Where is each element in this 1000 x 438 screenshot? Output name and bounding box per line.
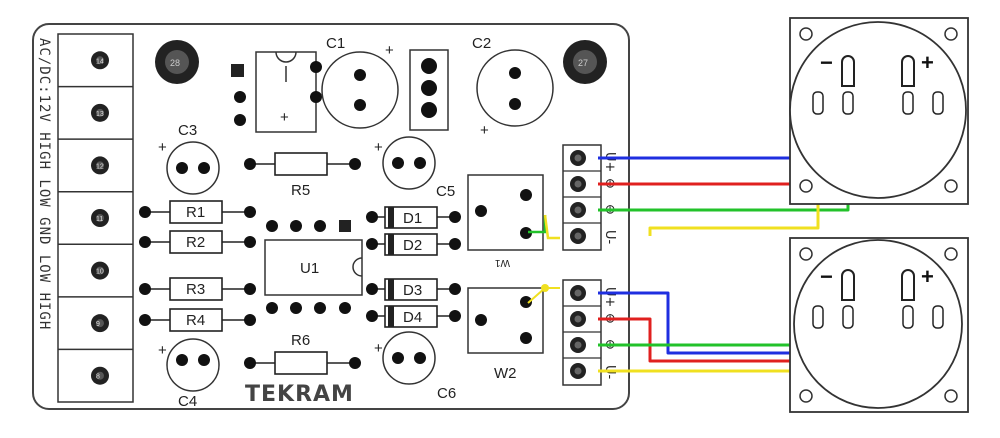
- svg-text:D3: D3: [403, 282, 422, 299]
- svg-text:D4: D4: [403, 309, 422, 326]
- svg-text:R1: R1: [186, 204, 205, 221]
- svg-text:D1: D1: [403, 210, 422, 227]
- svg-text:C1: C1: [326, 35, 345, 52]
- terminal-number: 11: [96, 216, 103, 223]
- capacitor-c4: C4 +: [158, 338, 220, 410]
- input-terminal-screw: 11: [91, 209, 109, 227]
- resistor-r1: R1: [139, 200, 256, 224]
- terminal-number: 9: [96, 321, 100, 328]
- svg-text:R6: R6: [291, 332, 310, 349]
- diode-d1: D1: [366, 206, 461, 229]
- terminal-number: 10: [96, 269, 104, 276]
- svg-text:U1: U1: [300, 260, 319, 277]
- output-label-top: U-: [602, 230, 617, 245]
- brand-label: TEKRAM: [245, 382, 354, 407]
- regulator-plus: +: [280, 109, 289, 126]
- square-pad-top: [231, 64, 244, 77]
- output-terminal-screw: [570, 337, 586, 353]
- trimmer-w2: W2: [467, 287, 544, 382]
- output-terminal-screw: [570, 311, 586, 327]
- input-terminal-screw: 12: [91, 156, 109, 175]
- svg-text:C5: C5: [436, 183, 455, 200]
- input-terminal-screw: 9: [91, 314, 109, 333]
- svg-text:R2: R2: [186, 234, 205, 251]
- svg-text:C4: C4: [178, 393, 197, 410]
- meter-top-plus: +: [921, 50, 934, 75]
- c2-plus: +: [480, 122, 489, 139]
- output-terminal-screw: [570, 202, 586, 218]
- resistor-r2: R2: [139, 230, 256, 254]
- meter-top: − +: [789, 17, 969, 205]
- input-terminal-screw: 13: [91, 103, 109, 122]
- meter-bottom: − +: [789, 237, 969, 413]
- output-label-top: U+: [602, 152, 617, 172]
- capacitor-c3: C3 +: [158, 122, 220, 195]
- diode-d2: D2: [366, 233, 461, 256]
- diode-d3: D3: [366, 278, 461, 301]
- svg-text:28: 28: [170, 58, 180, 68]
- svg-text:27: 27: [578, 58, 588, 68]
- svg-text:C2: C2: [472, 35, 491, 52]
- output-label-bottom: U+: [602, 287, 617, 307]
- capacitor-c1: C1 +: [321, 35, 399, 129]
- output-terminal-bottom: [562, 279, 602, 386]
- c6-plus: +: [374, 340, 383, 357]
- input-terminal-screw: 14: [91, 51, 109, 70]
- regulator: +: [234, 51, 322, 133]
- meter-bottom-minus: −: [820, 264, 833, 289]
- resistor-r3: R3: [139, 277, 256, 301]
- three-pin-header: [409, 49, 449, 131]
- c4-plus: +: [158, 342, 167, 359]
- capacitor-c6: C6 +: [374, 331, 456, 402]
- terminal-number: 12: [96, 163, 104, 170]
- svg-text:R5: R5: [291, 182, 310, 199]
- svg-text:D2: D2: [403, 237, 422, 254]
- c3-plus: +: [158, 139, 167, 156]
- svg-text:C3: C3: [178, 122, 197, 139]
- output-terminal-screw: [570, 150, 586, 166]
- svg-text:C6: C6: [437, 385, 456, 402]
- input-terminal-screw: 8: [91, 366, 109, 385]
- capacitor-c2: C2 +: [472, 35, 554, 139]
- terminal-number: 14: [96, 58, 104, 65]
- output-terminal-screw: [570, 363, 586, 379]
- c1-plus: +: [385, 42, 394, 59]
- input-label: AC/DC:12V HIGH LOW GND LOW HIGH: [36, 38, 52, 330]
- meter-bottom-plus: +: [921, 264, 934, 289]
- terminal-number: 8: [96, 374, 100, 381]
- internal-jumpers: [527, 214, 560, 304]
- capacitor-c5: C5 +: [374, 136, 455, 200]
- resistor-r6: R6: [244, 332, 361, 375]
- svg-text:W2: W2: [494, 365, 517, 382]
- output-terminal-top: [562, 144, 602, 251]
- svg-text:R3: R3: [186, 281, 205, 298]
- resistor-r5: R5: [244, 152, 361, 199]
- output-terminal-screw: [570, 176, 586, 192]
- trimmer-w1: W1: [467, 174, 544, 268]
- svg-text:R4: R4: [186, 312, 205, 329]
- mount-hole-right: 27: [563, 40, 607, 84]
- output-terminal-screw: [570, 285, 586, 301]
- resistor-r4: R4: [139, 308, 256, 332]
- diode-d4: D4: [366, 305, 461, 328]
- terminal-number: 13: [96, 111, 104, 118]
- svg-text:W1: W1: [495, 257, 510, 268]
- meter-top-minus: −: [820, 50, 833, 75]
- input-terminal-screw: 10: [91, 261, 109, 280]
- input-terminal-block: 14 13 12 11 10 9 8: [57, 33, 134, 403]
- c5-plus: +: [374, 139, 383, 156]
- mount-hole-left: 28: [155, 40, 199, 84]
- output-terminal-screw: [570, 228, 586, 244]
- ic-u1: U1: [264, 220, 363, 314]
